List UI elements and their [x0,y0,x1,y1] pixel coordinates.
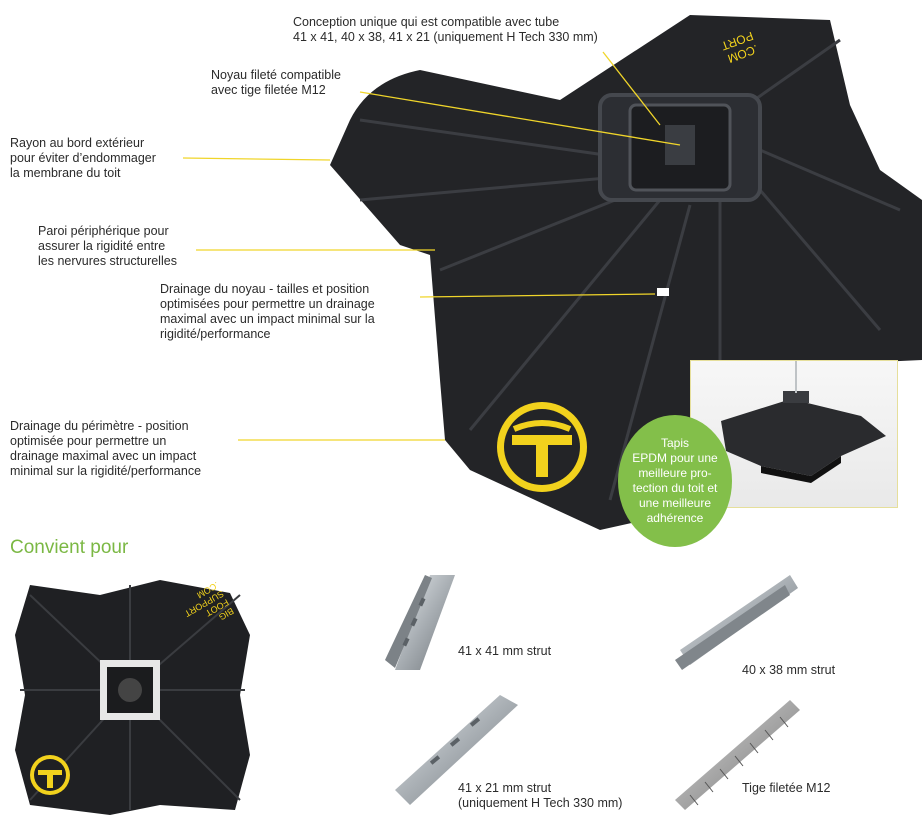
callout-tube-compat: Conception unique qui est compatible ave… [293,15,598,44]
callout-core-drainage: Drainage du noyau - tailles et position … [160,282,375,341]
yellow-logo [497,402,587,492]
strut-41x41-image [385,575,455,670]
callout-perimeter-wall: Paroi périphérique pour assurer la rigid… [38,224,177,268]
callout-lines [182,51,681,441]
core-drain-slot [657,288,669,296]
callout-edge-radius: Rayon au bord extérieur pour éviter d’en… [10,136,156,180]
fits-title: Convient pour [10,537,129,558]
callout-threaded-core: Noyau fileté compatible avec tige fileté… [211,68,341,97]
strut-label-40x38: 40 x 38 mm strut [742,663,836,677]
strut-label-threaded-rod: Tige filetée M12 [742,781,831,795]
base-body [330,15,922,530]
epdm-badge: Tapis EPDM pour une meilleure pro- tecti… [618,415,732,547]
strut-label-41x41: 41 x 41 mm strut [458,644,552,658]
strut-40x38-image [675,575,798,670]
strut-41x21-image [395,695,518,805]
threaded-rod-image [675,700,800,810]
top-view-base [15,580,250,815]
callout-perimeter-drainage: Drainage du périmètre - position optimis… [10,419,202,478]
strut-label-41x21: 41 x 21 mm strut (uniquement H Tech 330 … [458,781,623,810]
